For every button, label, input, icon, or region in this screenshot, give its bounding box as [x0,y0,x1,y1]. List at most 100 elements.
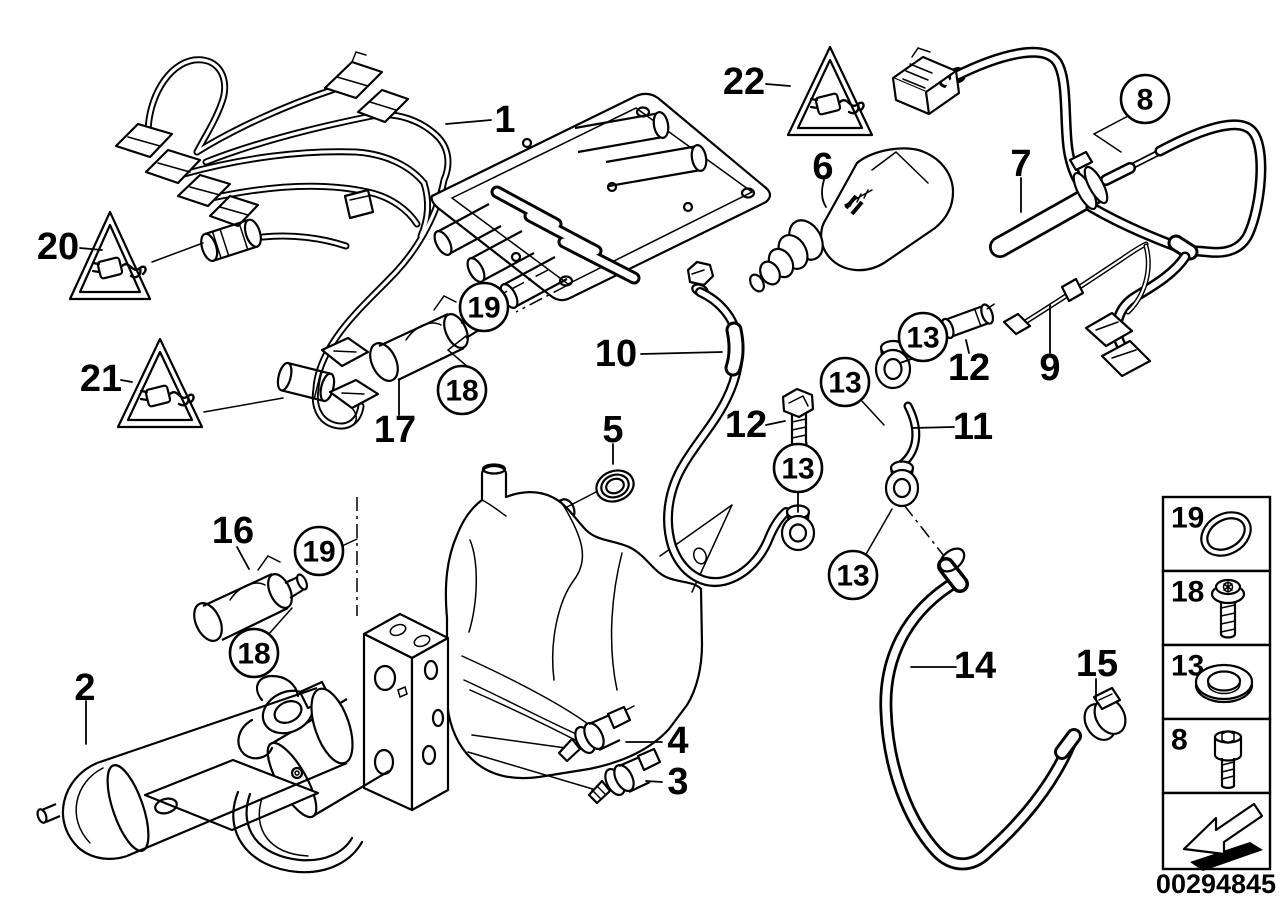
banjo-fitting-upper [874,339,912,390]
pressure-pipe-11 [874,339,920,508]
callout-7[interactable]: 7 [1010,143,1031,185]
callout-19-circled-b[interactable]: 19 [293,525,345,577]
callout-12-right[interactable]: 12 [948,347,990,389]
svg-text:19: 19 [302,536,335,569]
callout-22[interactable]: 22 [723,61,765,103]
pressure-accumulator-2 [36,686,354,860]
svg-text:12: 12 [725,404,767,446]
solenoid-valve-17 [369,295,485,382]
hose-clamp-15 [1083,686,1127,741]
callout-16[interactable]: 16 [212,510,254,552]
svg-text:5: 5 [602,409,623,451]
svg-text:13: 13 [836,560,869,593]
valve-body [430,92,772,309]
callout-5[interactable]: 5 [602,409,623,451]
callout-13-circled-a[interactable]: 13 [897,311,949,363]
legend-back-arrow[interactable] [1161,791,1272,871]
svg-text:18: 18 [1171,576,1204,609]
callout-13-circled-d[interactable]: 13 [827,549,879,601]
union-fitting-12 [940,303,995,340]
hydraulic-unit [143,463,733,874]
connector-22 [891,47,961,116]
svg-text:11: 11 [953,406,993,448]
callout-18-circled-a[interactable]: 18 [436,364,488,416]
harness-end-connectors [276,336,380,429]
callout-14[interactable]: 14 [954,645,996,687]
callout-1[interactable]: 1 [494,99,515,141]
svg-text:17: 17 [374,409,416,451]
svg-text:12: 12 [948,347,990,389]
callout-8-circled[interactable]: 8 [1119,73,1171,125]
wiring-harness [114,51,448,429]
banjo-fitting-lower-11 [884,460,920,508]
svg-text:8: 8 [1137,84,1154,117]
svg-text:13: 13 [906,322,939,355]
torx-screw-icon [1210,578,1246,639]
harness-clamp [343,188,375,220]
pressure-sensor-4 [557,705,635,763]
svg-text:4: 4 [667,720,688,762]
callout-2[interactable]: 2 [74,667,95,709]
callout-9[interactable]: 9 [1039,347,1060,389]
legend-item-8[interactable]: 8 [1161,717,1272,795]
hose-8 [938,52,1261,356]
svg-text:16: 16 [212,510,254,552]
svg-text:6: 6 [812,146,833,188]
clutch-actuator-6 [749,147,955,293]
harness-connector [114,51,410,228]
harness-round-connector [200,218,262,263]
valve-body-top-cylinders [574,111,708,188]
svg-text:18: 18 [237,638,270,671]
callout-18-circled-b[interactable]: 18 [228,627,280,679]
disconnect-plug-icon [91,255,147,281]
callout-17[interactable]: 17 [374,409,416,451]
hose-clamp-on-pipe-7 [1068,150,1109,211]
callouts: 1 22 8 6 7 20 19 13 10 12 9 21 18 13 12 … [37,61,1171,803]
socket-head-screw-icon [1213,730,1243,789]
warning-triangle-21 [116,337,204,429]
callout-13-circled-c[interactable]: 13 [772,442,824,494]
svg-text:10: 10 [595,333,637,375]
sealing-washer-icon [1194,663,1254,704]
callout-11[interactable]: 11 [953,406,993,448]
callout-15[interactable]: 15 [1076,643,1118,685]
disconnect-plug-icon [139,383,195,409]
o-ring-icon [1200,511,1252,557]
svg-text:7: 7 [1010,143,1031,185]
svg-text:19: 19 [467,292,500,325]
svg-text:14: 14 [954,645,996,687]
disconnect-plug-icon [809,91,865,117]
leader-lines [79,83,1131,783]
valve-block [362,612,450,812]
legend-item-13[interactable]: 13 [1161,643,1272,721]
callout-10[interactable]: 10 [595,333,637,375]
svg-text:13: 13 [828,367,861,400]
solenoid-valve-16 [193,555,309,642]
warning-triangle-20 [68,210,152,301]
part-number: 00294845 [1156,869,1276,899]
banjo-fitting-lower [780,504,816,552]
callout-19-circled[interactable]: 19 [458,281,510,333]
suction-hose-14 [886,547,1082,864]
callout-21[interactable]: 21 [80,358,122,400]
callout-12-left[interactable]: 12 [725,404,767,446]
callout-13-circled-b[interactable]: 13 [819,356,871,408]
callout-6[interactable]: 6 [812,146,833,188]
legend-panel: 19 18 13 [1156,495,1276,899]
warning-triangle-22 [786,45,874,137]
svg-text:8: 8 [1171,724,1188,757]
callout-3[interactable]: 3 [667,761,688,803]
svg-text:2: 2 [74,667,95,709]
svg-text:22: 22 [723,61,765,103]
legend-item-18[interactable]: 18 [1161,569,1272,647]
temperature-sensor-3 [587,747,662,805]
svg-text:21: 21 [80,358,122,400]
svg-text:9: 9 [1039,347,1060,389]
back-arrow-icon [1182,802,1264,871]
legend-item-19[interactable]: 19 [1161,495,1272,573]
callout-20[interactable]: 20 [37,226,79,268]
callout-4[interactable]: 4 [667,720,688,762]
svg-text:3: 3 [667,761,688,803]
